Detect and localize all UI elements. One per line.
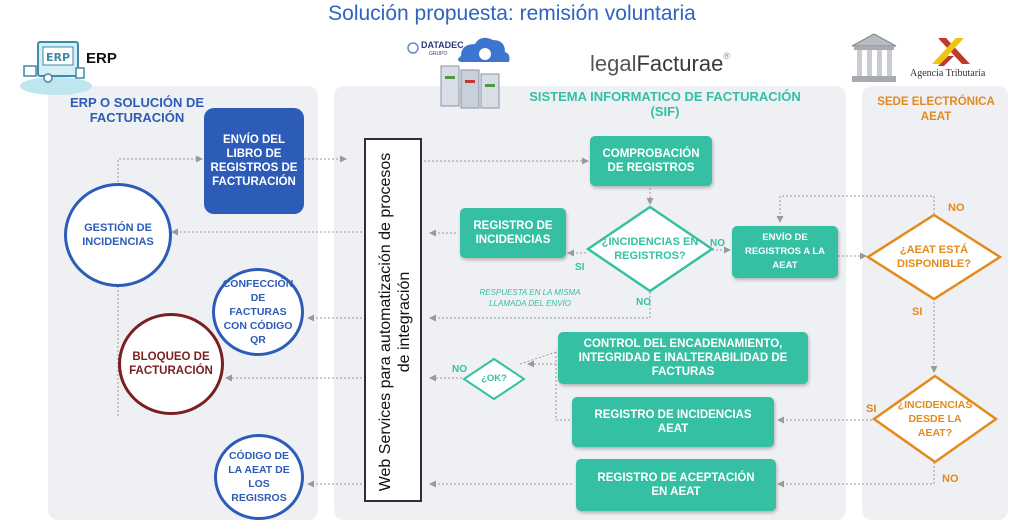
label-si-incidencias-aeat: SI [866,403,877,415]
control-encadenamiento-node: CONTROL DEL ENCADENAMIENTO, INTEGRIDAD E… [558,332,808,384]
legalfacturae-logo: legalFacturae® [590,51,730,77]
erp-logo-label: ERP [86,50,117,67]
erp-computer-icon: ERP [20,41,92,95]
ok-diamond-shape [462,357,526,401]
label-no-incidencias-aeat: NO [942,473,959,485]
registro-incidencias-node: REGISTRO DE INCIDENCIAS [460,208,566,258]
aeat-disponible-text: ¿AEAT ESTÁ DISPONIBLE? [897,244,971,270]
respuesta-note: RESPUESTA EN LA MISMA LLAMADA DEL ENVÍO [479,288,581,308]
label-no-disponible: NO [948,202,965,214]
erp-screen-text: ERP [46,51,70,64]
envio-libro-node: ENVÍO DEL LIBRO DE REGISTROS DE FACTURAC… [204,108,304,214]
ok-diamond: ¿OK? [462,357,526,401]
gestion-incidencias-node: GESTIÓN DE INCIDENCIAS [64,183,172,287]
aeat-disponible-diamond: ¿AEAT ESTÁ DISPONIBLE? [866,213,1002,301]
server-cloud-icon [407,37,510,109]
datadec-sub: GRUPO [429,51,448,57]
agencia-text: Agencia Tributaria [910,68,986,79]
erp-logo: ERP ERP [16,38,126,96]
decision-diamond-shape [586,205,714,293]
registro-aceptacion-node: REGISTRO DE ACEPTACIÓN EN AEAT [576,459,776,511]
aeat-incidencias-diamond: ¿INCIDENCIAS DESDE LA AEAT? [872,374,998,464]
page-title: Solución propuesta: remisión voluntaria [328,2,696,25]
envio-aeat-node: ENVÍO DE REGISTROS A LA AEAT [732,226,838,278]
registro-incidencias-aeat-node: REGISTRO DE INCIDENCIAS AEAT [572,397,774,447]
ok-text: ¿OK? [481,373,507,384]
confeccion-facturas-node: CONFECCIÓN DE FACTURAS CON CÓDIGO QR [212,268,304,356]
web-services-box: Web Services para automatización de proc… [364,138,422,502]
incidencias-registros-diamond: ¿INCIDENCIAS EN REGISTROS? [586,205,714,293]
label-no-envio: NO [710,238,725,249]
label-si-incidencias: SI [575,262,585,273]
label-no-down: NO [636,297,651,308]
datadec-logo: DATADEC GRUPO [405,36,515,112]
erp-panel-title: ERP O SOLUCIÓN DE FACTURACIÓN [69,95,205,125]
aeat-incidencias-shape [872,374,998,464]
aeat-incidencias-text: ¿INCIDENCIAS DESDE LA AEAT? [897,399,973,439]
government-building-icon [851,33,970,82]
bloqueo-facturacion-node: BLOQUEO DE FACTURACIÓN [118,313,224,415]
sif-panel-title: SISTEMA INFORMATICO DE FACTURACIÓN (SIF) [529,89,801,119]
comprobacion-registros-node: COMPROBACIÓN DE REGISTROS [590,136,712,186]
datadec-text: DATADEC [421,40,464,50]
label-si-disponible: SI [912,306,923,318]
legalfacturae-dark: Facturae [636,51,724,76]
codigo-aeat-node: CÓDIGO DE LA AEAT DE LOS REGISROS [214,434,304,520]
legalfacturae-light: legal [590,51,637,76]
web-services-text: Web Services para automatización de proc… [377,152,413,492]
aeat-panel-title: SEDE ELECTRÓNICA AEAT [877,96,995,123]
aeat-logo: Agencia Tributaria [848,30,988,90]
registered-mark: ® [723,51,730,61]
incidencias-registros-text: ¿INCIDENCIAS EN REGISTROS? [601,236,699,262]
aeat-disponible-shape [866,213,1002,301]
label-no-ok: NO [452,364,467,375]
